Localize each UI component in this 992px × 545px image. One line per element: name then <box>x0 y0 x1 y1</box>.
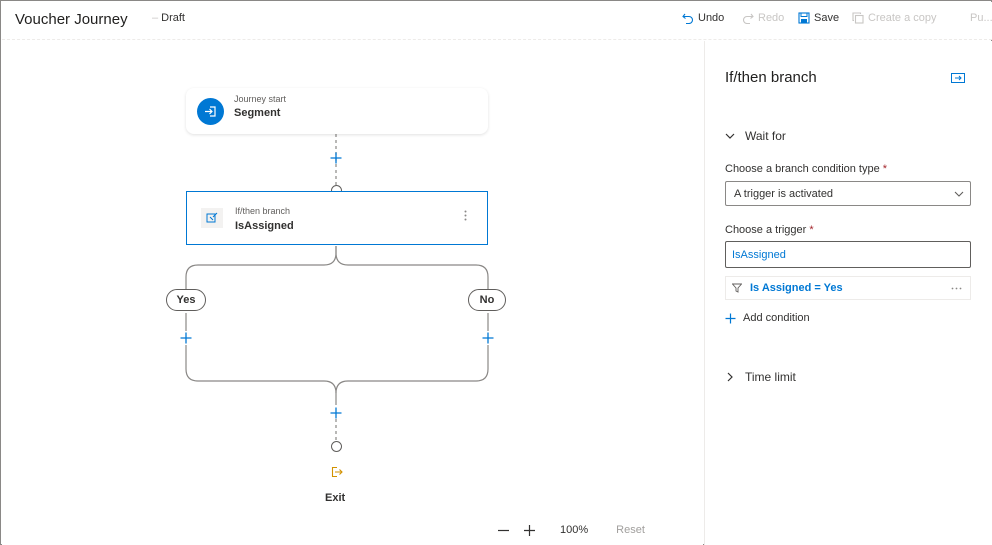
condition-row[interactable]: Is Assigned = Yes <box>725 276 971 300</box>
command-bar: Voucher Journey –Draft Undo Redo Save Cr… <box>2 2 992 40</box>
collapse-panel-icon[interactable] <box>951 71 965 83</box>
redo-icon <box>742 13 754 24</box>
condition-text: Is Assigned = Yes <box>750 282 843 294</box>
copy-icon <box>852 12 864 24</box>
journey-canvas[interactable]: Journey start Segment If/then branch IsA… <box>2 41 703 545</box>
zoom-in-icon[interactable] <box>520 521 538 539</box>
panel-title: If/then branch <box>725 69 817 86</box>
trigger-input[interactable]: IsAssigned <box>725 241 971 268</box>
save-button[interactable]: Save <box>798 12 839 24</box>
no-branch-label[interactable]: No <box>468 289 506 311</box>
zoom-level: 100% <box>560 524 589 536</box>
connector-lines <box>185 134 489 441</box>
required-mark: * <box>809 224 814 236</box>
exit-label: Exit <box>325 492 346 504</box>
chevron-right-icon <box>727 372 733 382</box>
condition-type-label: Choose a branch condition type* <box>725 163 887 175</box>
zoom-out-icon[interactable] <box>494 521 512 539</box>
zoom-reset-button[interactable]: Reset <box>616 524 645 536</box>
undo-icon <box>682 13 694 24</box>
create-copy-label: Create a copy <box>868 12 937 24</box>
branch-node-subtitle: If/then branch <box>235 206 291 216</box>
condition-type-dropdown[interactable]: A trigger is activated <box>725 181 971 206</box>
trigger-value: IsAssigned <box>732 249 786 261</box>
save-icon <box>798 12 810 24</box>
publish-button[interactable]: Pu... <box>970 12 992 24</box>
add-no-step-plus-icon[interactable] <box>481 331 495 345</box>
create-copy-button[interactable]: Create a copy <box>852 12 936 24</box>
add-merge-step-plus-icon[interactable] <box>329 406 343 420</box>
zoom-controls: 100% Reset <box>494 521 645 539</box>
add-condition-label: Add condition <box>743 312 810 324</box>
redo-button[interactable]: Redo <box>742 12 784 24</box>
undo-label: Undo <box>698 12 725 24</box>
status-text: Draft <box>161 12 185 24</box>
journey-status: –Draft <box>152 12 185 24</box>
condition-type-text: Choose a branch condition type <box>725 163 880 175</box>
wait-for-section-toggle[interactable]: Wait for <box>725 129 786 143</box>
wait-for-label: Wait for <box>745 129 786 143</box>
branch-icon <box>201 208 223 228</box>
required-mark: * <box>882 163 887 175</box>
save-label: Save <box>814 12 840 24</box>
publish-label: Pu... <box>970 12 992 24</box>
enter-icon <box>197 98 224 125</box>
yes-branch-label[interactable]: Yes <box>166 289 206 311</box>
if-then-branch-node[interactable]: If/then branch IsAssigned <box>186 191 488 245</box>
condition-more-icon[interactable] <box>951 281 962 293</box>
plus-icon <box>725 313 736 323</box>
trigger-label: Choose a trigger* <box>725 224 814 236</box>
chevron-down-icon <box>954 191 964 197</box>
filter-icon <box>732 283 742 293</box>
undo-button[interactable]: Undo <box>682 12 724 24</box>
trigger-label-text: Choose a trigger <box>725 224 807 236</box>
add-yes-step-plus-icon[interactable] <box>179 331 193 345</box>
exit-connector-node <box>331 441 342 452</box>
more-options-icon[interactable] <box>464 210 467 221</box>
time-limit-label: Time limit <box>745 370 796 384</box>
time-limit-section-toggle[interactable]: Time limit <box>725 370 796 384</box>
chevron-down-icon <box>725 133 735 139</box>
start-node-title: Segment <box>234 107 281 119</box>
exit-icon <box>331 465 343 478</box>
journey-start-node[interactable]: Journey start Segment <box>186 88 488 134</box>
redo-label: Redo <box>758 12 785 24</box>
journey-title: Voucher Journey <box>15 11 128 28</box>
condition-type-value: A trigger is activated <box>734 188 834 200</box>
properties-panel: If/then branch Wait for Choose a branch … <box>704 41 992 545</box>
add-step-plus-icon[interactable] <box>329 151 343 165</box>
add-condition-button[interactable]: Add condition <box>725 312 810 324</box>
branch-node-title: IsAssigned <box>235 220 294 232</box>
start-node-subtitle: Journey start <box>234 94 287 104</box>
